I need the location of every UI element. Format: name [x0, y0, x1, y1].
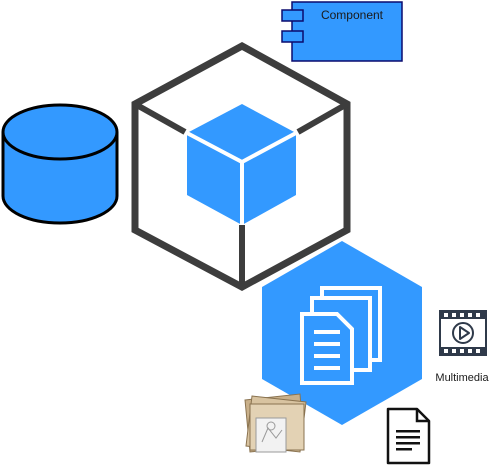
outer-cube-edge-right — [296, 101, 349, 135]
component-port-bottom — [281, 30, 304, 43]
video-file-icon — [439, 310, 487, 356]
multimedia-node[interactable]: Multimedia — [435, 310, 489, 384]
outer-cube-edge-left — [133, 101, 187, 135]
database-top — [1, 103, 119, 161]
database-node[interactable] — [1, 103, 119, 225]
documents-icon — [300, 286, 382, 385]
inner-cube-icon — [186, 104, 297, 225]
documents-hexagon[interactable] — [262, 241, 422, 425]
component-body — [291, 1, 403, 62]
component-node[interactable]: Component — [281, 1, 403, 62]
photo-stack-icon[interactable] — [244, 393, 307, 453]
component-label: Component — [321, 8, 384, 22]
text-document-icon[interactable] — [386, 407, 431, 465]
multimedia-label: Multimedia — [435, 372, 489, 384]
component-port-top — [281, 9, 304, 22]
